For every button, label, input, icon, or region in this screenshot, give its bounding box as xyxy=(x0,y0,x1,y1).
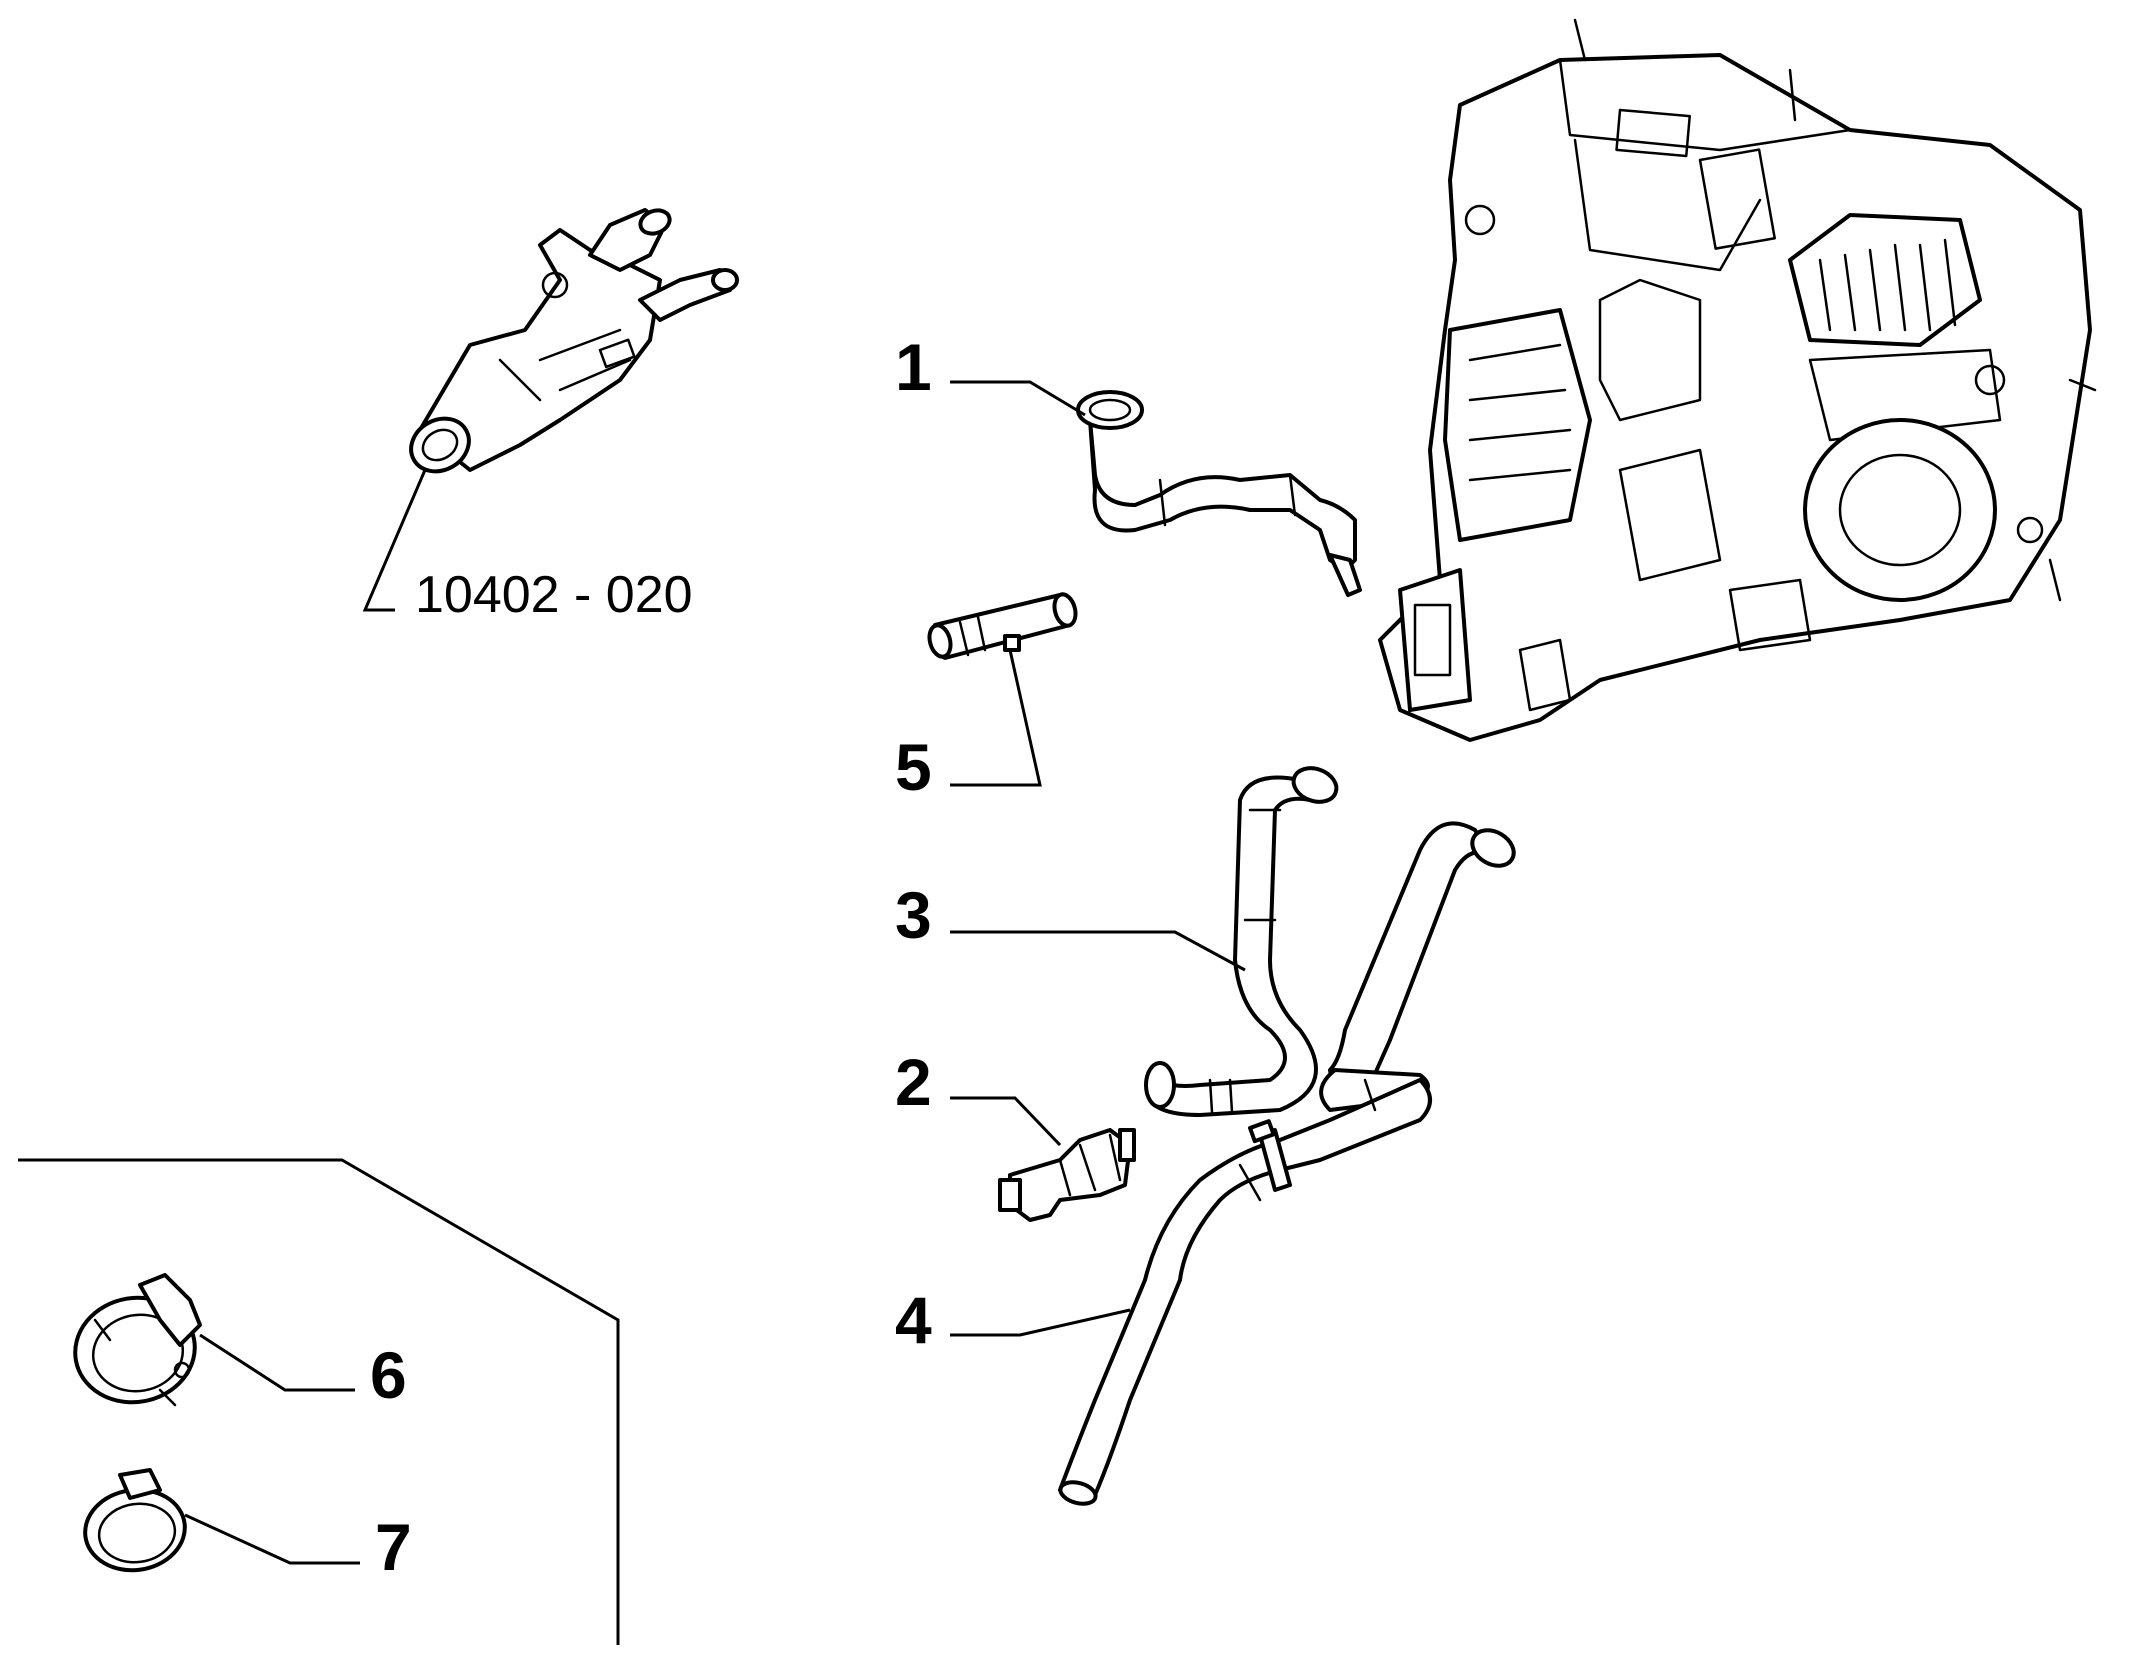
part-3-curved-hose xyxy=(1144,766,1339,1117)
callout-leader-2 xyxy=(950,1096,1062,1147)
callout-leader-3 xyxy=(950,930,1246,972)
part-4-y-hose xyxy=(1058,821,1516,1506)
part-5-short-hose xyxy=(927,592,1078,660)
part-6-hose-clamp xyxy=(73,1273,202,1407)
part-1-hose xyxy=(1076,390,1362,597)
callout-5: 5 xyxy=(895,730,932,804)
callout-7: 7 xyxy=(375,1510,412,1584)
thermostat-leader-line xyxy=(362,469,427,612)
callout-2: 2 xyxy=(895,1045,932,1119)
callout-6: 6 xyxy=(370,1338,407,1412)
callout-leader-1 xyxy=(950,380,1086,417)
callout-4: 4 xyxy=(895,1283,932,1357)
part-7-hose-clamp xyxy=(83,1468,187,1573)
part-2-bracket-clip xyxy=(998,1128,1136,1222)
callout-leader-6 xyxy=(199,1333,355,1392)
hvac-heater-box xyxy=(1378,18,2097,742)
callout-leader-5 xyxy=(950,649,1042,787)
section-divider-line xyxy=(18,1158,620,1645)
callout-1: 1 xyxy=(895,330,932,404)
thermostat-reference-label: 10402 - 020 xyxy=(415,566,693,624)
callout-leader-4 xyxy=(950,1308,1131,1337)
callout-3: 3 xyxy=(895,878,932,952)
callout-leader-7 xyxy=(184,1513,360,1565)
thermostat-housing xyxy=(409,208,739,474)
